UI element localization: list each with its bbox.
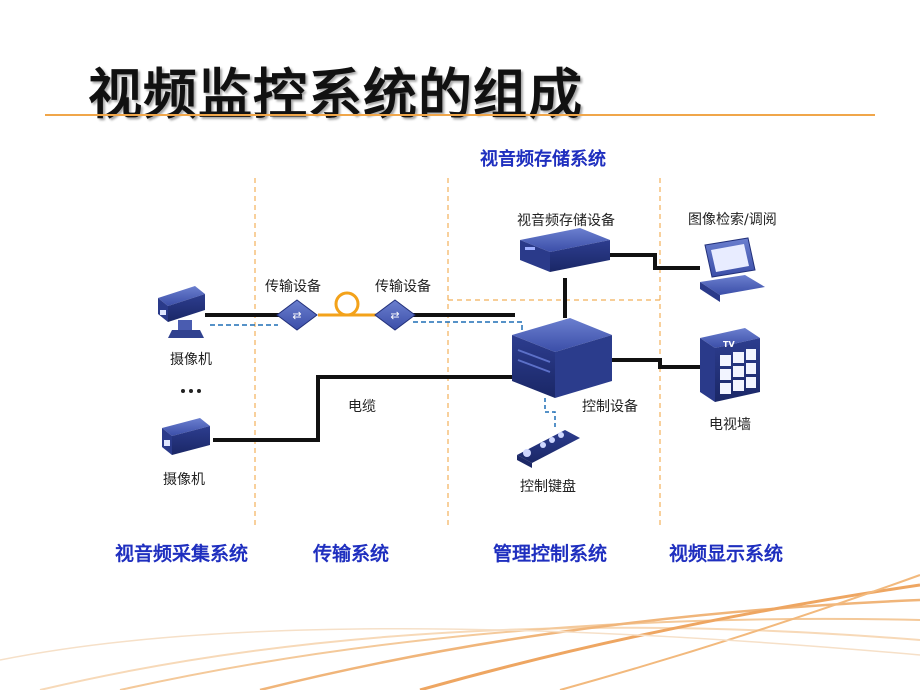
controller-label: 控制设备 [582, 399, 638, 415]
controller-device-icon [512, 318, 612, 398]
storage-device-icon [520, 228, 610, 272]
video-wall-icon [700, 328, 760, 402]
camera-icon [162, 418, 210, 455]
transmitter-label: 传输设备 [375, 279, 431, 295]
capture-system-label: 视音频采集系统 [115, 543, 249, 565]
cable-label: 电缆 [348, 399, 376, 415]
transmitter-icon: ⇄ [374, 299, 416, 331]
svg-text:⇄: ⇄ [390, 309, 399, 322]
control-system-label: 管理控制系统 [493, 543, 608, 565]
title-divider [45, 114, 875, 116]
camera-label: 摄像机 [163, 472, 205, 488]
keyboard-label: 控制键盘 [520, 479, 576, 495]
transmitter-icon: ⇄ [276, 299, 318, 331]
storage-device-label: 视音频存储设备 [517, 213, 615, 229]
transmitter-label: 传输设备 [265, 279, 321, 295]
computer-icon [700, 237, 765, 302]
camera-label: 摄像机 [170, 352, 212, 368]
video-wall-label: 电视墙 [709, 417, 751, 433]
retrieval-label: 图像检索/调阅 [688, 212, 777, 228]
tv-badge: TV [723, 340, 735, 349]
camera-icon [158, 286, 205, 338]
keyboard-icon [517, 430, 580, 468]
transmission-system-label: 传输系统 [313, 543, 390, 565]
ellipsis-dots [181, 389, 201, 393]
svg-text:⇄: ⇄ [292, 309, 301, 322]
section-dividers [254, 178, 661, 528]
display-system-label: 视频显示系统 [669, 543, 784, 565]
ellipsis-label: … [181, 380, 195, 396]
decorative-swoosh [0, 574, 920, 690]
storage-system-label: 视音频存储系统 [480, 149, 606, 170]
